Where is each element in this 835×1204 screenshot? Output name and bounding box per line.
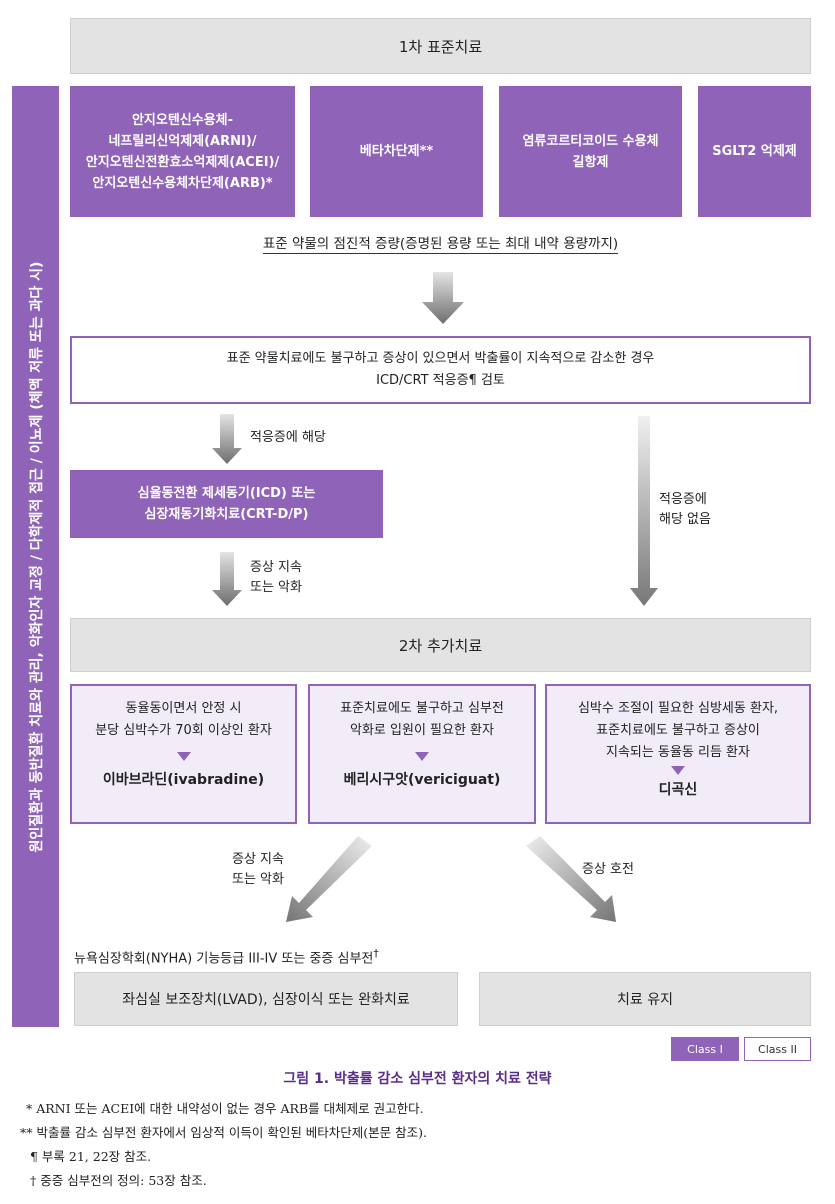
drug-vericiguat: 베리시구앗(vericiguat) — [343, 772, 501, 788]
drug-line: 베타차단제** — [359, 144, 434, 159]
label-indicated: 적응증에 해당 — [250, 430, 326, 445]
second-line-box-ivabradine: 동율동이면서 안정 시 분당 심박수가 70회 이상인 환자 이바브라딘(iva… — [70, 684, 297, 824]
legend-class-2: Class II — [744, 1037, 811, 1061]
second-line-header: 2차 추가치료 — [70, 618, 811, 672]
label-persist-bottom-1: 증상 지속 — [232, 852, 284, 867]
drug-box-mra: 염류코르티코이드 수용체 길항제 — [499, 86, 682, 217]
device-box-icd-crt: 심율동전환 제세동기(ICD) 또는 심장재동기화치료(CRT-D/P) — [70, 470, 383, 538]
label-persist-1: 증상 지속 — [250, 560, 302, 575]
arrow-indicated — [212, 414, 242, 464]
advanced-therapy-box: 좌심실 보조장치(LVAD), 심장이식 또는 완화치료 — [74, 972, 458, 1026]
device-line2: 심장재동기화치료(CRT-D/P) — [144, 507, 309, 522]
drug-ivabradine: 이바브라딘(ivabradine) — [102, 772, 265, 788]
drug-line: 네프릴리신억제제(ARNI)/ — [108, 133, 257, 149]
icd-review-line1: 표준 약물치료에도 불구하고 증상이 있으면서 박출률이 지속적으로 감소한 경… — [226, 351, 655, 366]
drug-line: 안지오텐신수용체- — [131, 112, 234, 128]
drug-box-beta-blocker: 베타차단제** — [310, 86, 483, 217]
second-line-box-vericiguat: 표준치료에도 불구하고 심부전 악화로 입원이 필요한 환자 베리시구앗(ver… — [308, 684, 536, 824]
arrow-device-persist — [212, 552, 242, 606]
arrow-persist-advanced — [286, 836, 372, 922]
footnote-pilcrow: ¶ 부록 21, 22장 참조. — [30, 1149, 152, 1164]
label-persist-2: 또는 악화 — [250, 580, 302, 595]
legend-class-1: Class I — [671, 1037, 739, 1061]
triangle-down-icon — [415, 752, 429, 761]
label-persist-bottom-2: 또는 악화 — [232, 872, 284, 887]
triangle-down-icon — [671, 766, 685, 775]
condition-line: 지속되는 동율동 리듬 환자 — [606, 745, 750, 760]
maintain-therapy-box: 치료 유지 — [479, 972, 811, 1026]
drug-line: 안지오텐신수용체차단제(ARB)* — [92, 175, 273, 191]
drug-line: 길항제 — [572, 154, 609, 170]
nyha-label: 뉴욕심장학회(NYHA) 기능등급 III-IV 또는 중증 심부전 — [74, 951, 374, 967]
titration-text: 표준 약물의 점진적 증량(증명된 용량 또는 최대 내약 용량까지) — [262, 236, 619, 254]
figure-caption: 그림 1. 박출률 감소 심부전 환자의 치료 전략 — [283, 1071, 552, 1087]
icd-crt-review-box: 표준 약물치료에도 불구하고 증상이 있으면서 박출률이 지속적으로 감소한 경… — [70, 336, 811, 404]
label-not-indicated-2: 해당 없음 — [659, 512, 711, 527]
label-improved: 증상 호전 — [582, 862, 634, 877]
second-line-box-digoxin: 심박수 조절이 필요한 심방세동 환자, 표준치료에도 불구하고 증상이 지속되… — [545, 684, 811, 824]
label-not-indicated: 적응증에 해당 없음 — [659, 490, 711, 530]
footnote-dagger: † 중증 심부전의 정의: 53장 참조. — [30, 1173, 207, 1188]
first-line-header: 1차 표준치료 — [70, 18, 811, 74]
condition-line: 표준치료에도 불구하고 심부전 — [340, 701, 504, 716]
drug-line: SGLT2 억제제 — [712, 144, 797, 159]
arrow-to-icd-review — [422, 272, 464, 324]
drug-box-arni: 안지오텐신수용체- 네프릴리신억제제(ARNI)/ 안지오텐신전환효소억제제(A… — [70, 86, 295, 217]
triangle-down-icon — [176, 752, 191, 761]
label-not-indicated-1: 적응증에 — [659, 492, 707, 507]
arrow-improved-maintain — [526, 836, 616, 922]
label-persist: 증상 지속 또는 악화 — [250, 558, 302, 598]
label-persist-bottom: 증상 지속 또는 악화 — [232, 850, 284, 890]
footnote-asterisk: * ARNI 또는 ACEI에 대한 내약성이 없는 경우 ARB를 대체제로 … — [26, 1101, 424, 1116]
condition-line: 동율동이면서 안정 시 — [125, 701, 242, 716]
condition-line: 분당 심박수가 70회 이상인 환자 — [95, 723, 272, 738]
footnote-double-asterisk: ** 박출률 감소 심부전 환자에서 임상적 이득이 확인된 베타차단제(본문 … — [20, 1125, 427, 1140]
drug-digoxin: 디곡신 — [658, 782, 698, 798]
arrow-not-indicated — [630, 416, 658, 606]
sidebar-text: 원인질환과 동반질환 치료와 관리, 악화인자 교정 / 다학제적 접근 / 이… — [28, 261, 45, 852]
condition-line: 악화로 입원이 필요한 환자 — [350, 723, 494, 738]
drug-line: 안지오텐신전환효소억제제(ACEI)/ — [85, 154, 280, 170]
nyha-text: 뉴욕심장학회(NYHA) 기능등급 III-IV 또는 중증 심부전† — [74, 944, 379, 969]
sidebar-general-management: 원인질환과 동반질환 치료와 관리, 악화인자 교정 / 다학제적 접근 / 이… — [12, 86, 59, 1027]
icd-review-line2: ICD/CRT 적응증¶ 검토 — [376, 373, 505, 388]
condition-line: 표준치료에도 불구하고 증상이 — [596, 723, 760, 738]
device-line1: 심율동전환 제세동기(ICD) 또는 — [137, 486, 316, 501]
dagger-mark: † — [373, 947, 379, 960]
drug-line: 염류코르티코이드 수용체 — [522, 133, 659, 149]
drug-box-sglt2: SGLT2 억제제 — [698, 86, 811, 217]
condition-line: 심박수 조절이 필요한 심방세동 환자, — [577, 701, 779, 716]
